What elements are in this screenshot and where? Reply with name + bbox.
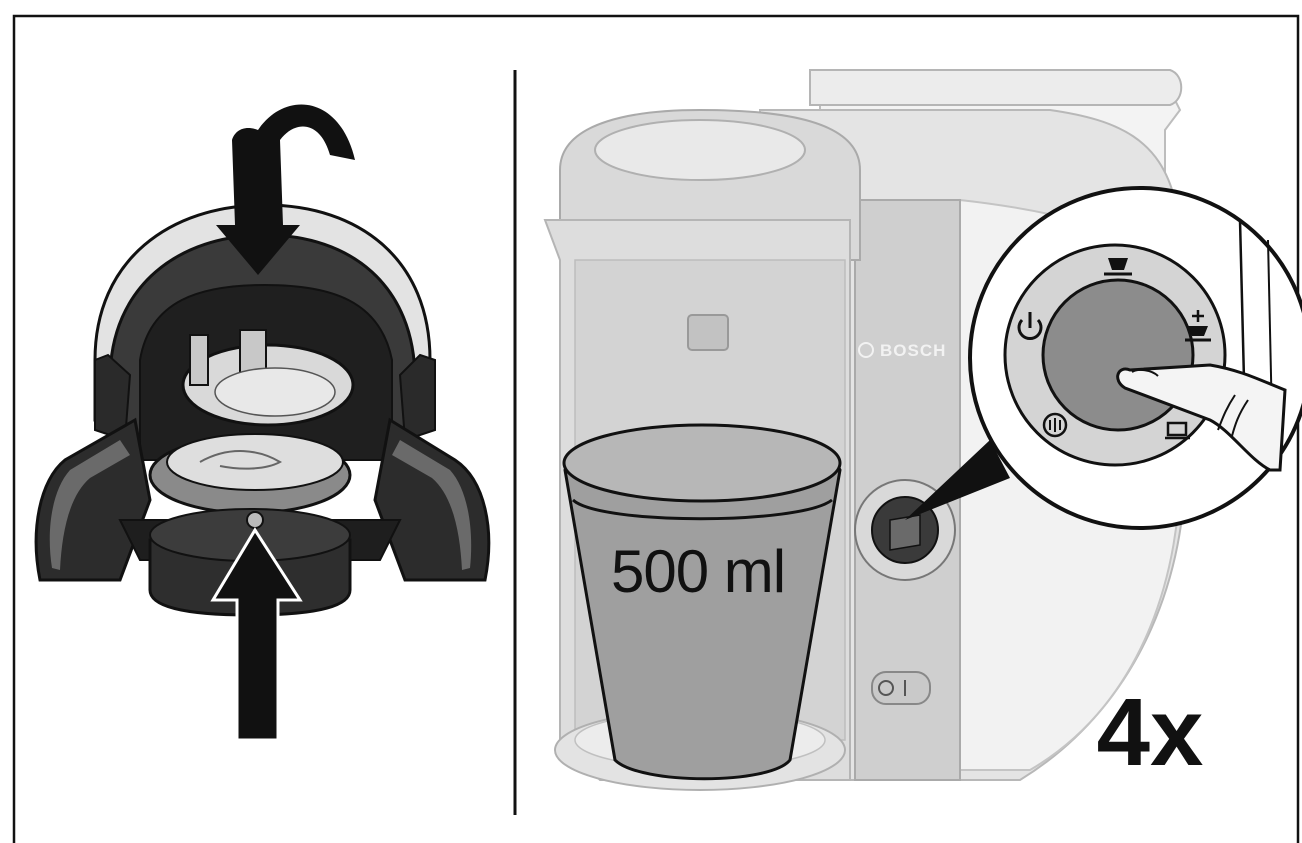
drink-outlet xyxy=(688,315,728,350)
volume-label: 500 ml xyxy=(611,538,785,605)
upper-filter-inner xyxy=(215,368,335,416)
brand-label: BOSCH xyxy=(880,341,946,360)
power-switch xyxy=(872,672,930,704)
selector-dial-grip xyxy=(890,515,920,550)
brew-pipe-left xyxy=(190,335,208,385)
lower-filter-disc-top xyxy=(167,434,343,490)
water-tank-lid xyxy=(810,70,1181,105)
repeat-count-label: 4x xyxy=(1097,679,1204,786)
brew-head-lid xyxy=(595,120,805,180)
start-button xyxy=(1043,280,1193,430)
measuring-cup-rim xyxy=(564,425,840,501)
pod-holder-pin xyxy=(247,512,263,528)
